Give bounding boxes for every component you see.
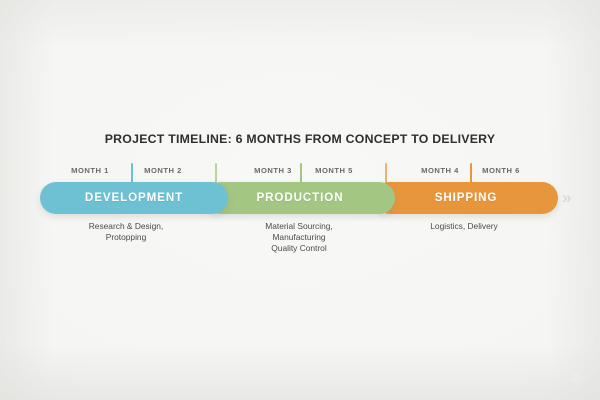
continuation-chevron-icon: » (562, 188, 572, 207)
timeline-segment-label: DEVELOPMENT (84, 191, 184, 204)
month-label: MONTH 2 (144, 166, 182, 175)
timeline-segment[interactable]: PRODUCTION (205, 182, 395, 214)
month-label: MONTH 6 (482, 166, 520, 175)
sparkle-star-icon (566, 368, 588, 390)
timeline-segment[interactable]: DEVELOPMENT (40, 182, 228, 214)
page-title: PROJECT TIMELINE: 6 MONTHS FROM CONCEPT … (104, 132, 496, 146)
month-label: MONTH 4 (421, 166, 459, 175)
timeline-segment[interactable]: SHIPPING (374, 182, 558, 214)
timeline-segment-label: PRODUCTION (256, 191, 344, 204)
timeline-segment-description: Logistics, Delivery (430, 221, 498, 231)
month-label: MONTH 1 (71, 166, 109, 175)
timeline-segment-description: Material Sourcing, Manufacturing Quality… (265, 221, 333, 254)
month-label: MONTH 3 (254, 166, 292, 175)
timeline-bar: DEVELOPMENT PRODUCTION SHIPPING (0, 182, 600, 216)
month-label: MONTH 5 (315, 166, 353, 175)
timeline-segment-label: SHIPPING (434, 191, 498, 204)
timeline-segment-description: Research & Design, Protopping (88, 221, 164, 243)
